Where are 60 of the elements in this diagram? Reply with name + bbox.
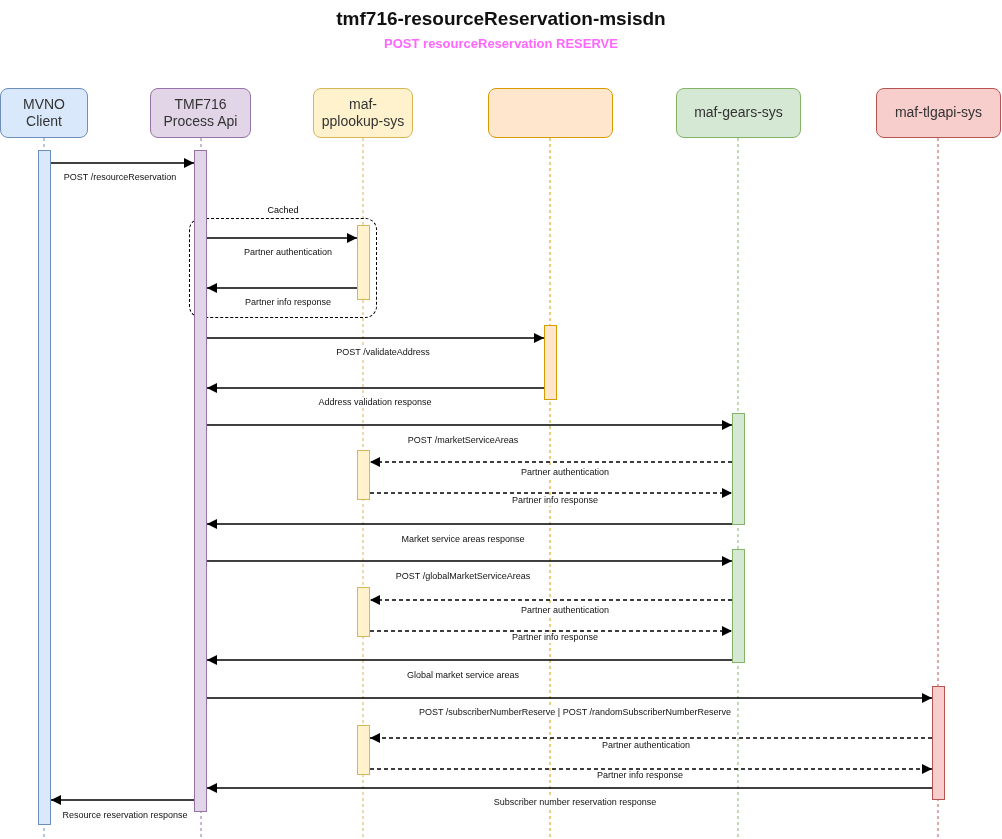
activation-bar	[194, 150, 207, 812]
participant-name: TMF716 Process Api	[162, 95, 239, 131]
message-arrow	[206, 282, 358, 294]
message-arrow	[206, 382, 545, 394]
diagram-subtitle: POST resourceReservation RESERVE	[384, 36, 618, 51]
edge-label: POST /subscriberNumberReserve | POST /randomSubscriberNumberReserve	[417, 707, 733, 718]
message-arrow	[206, 782, 933, 794]
edge-label: POST /resourceReservation	[62, 172, 178, 183]
edge-label: Partner info response	[243, 297, 333, 308]
message-arrow	[206, 232, 358, 244]
edge-label: Partner info response	[510, 495, 600, 506]
participant-box	[876, 88, 1001, 138]
edge-label: Partner authentication	[600, 740, 692, 751]
message-arrow	[206, 419, 733, 431]
message-arrow	[369, 456, 733, 468]
edge-label: POST /validateAddress	[335, 347, 431, 358]
participant-box	[676, 88, 801, 138]
participant-box	[313, 88, 413, 138]
edge-label: Partner info response	[595, 770, 685, 781]
edge-label: Partner authentication	[519, 467, 611, 478]
message-arrow	[206, 518, 733, 530]
activation-bar	[357, 225, 370, 300]
activation-bar	[357, 450, 370, 500]
activation-bar	[38, 150, 51, 825]
activation-bar	[732, 413, 745, 525]
diagram-title: tmf716-resourceReservation-msisdn	[336, 8, 666, 29]
activation-bar	[357, 725, 370, 775]
edge-label: POST /globalMarketServiceAreas	[394, 571, 532, 582]
edge-label: Address validation response	[317, 397, 433, 408]
edge-label: Partner info response	[510, 632, 600, 643]
message-arrow	[206, 555, 733, 567]
participant-box	[488, 88, 613, 138]
edge-label: POST /marketServiceAreas	[406, 435, 520, 446]
edge-label: Partner authentication	[519, 605, 611, 616]
message-arrow	[50, 794, 195, 806]
activation-bar	[544, 325, 557, 400]
message-arrow	[206, 332, 545, 344]
edge-label: Resource reservation response	[61, 810, 189, 821]
edge-label: Market service areas response	[400, 534, 526, 545]
message-arrow	[50, 157, 195, 169]
activation-bar	[357, 587, 370, 637]
message-arrow	[369, 763, 933, 775]
participant-name: maf-pplookup-sys	[321, 95, 405, 131]
frame-label: Cached	[267, 205, 299, 215]
activation-bar	[732, 549, 745, 663]
edge-label: Partner authentication	[242, 247, 334, 258]
participant-box	[150, 88, 251, 138]
message-arrow	[369, 594, 733, 606]
message-arrow	[369, 625, 733, 637]
participant-name: maf-gears-sys	[694, 104, 783, 122]
message-arrow	[369, 732, 933, 744]
message-arrow	[206, 654, 733, 666]
edge-label: Global market service areas	[406, 670, 520, 681]
participant-name: MVNO Client	[22, 95, 66, 131]
participant-box	[0, 88, 88, 138]
participant-name: maf-tlgapi-sys	[894, 104, 983, 122]
activation-bar	[932, 686, 945, 800]
edge-label: Subscriber number reservation response	[492, 797, 658, 808]
message-arrow	[206, 692, 933, 704]
message-arrow	[369, 487, 733, 499]
